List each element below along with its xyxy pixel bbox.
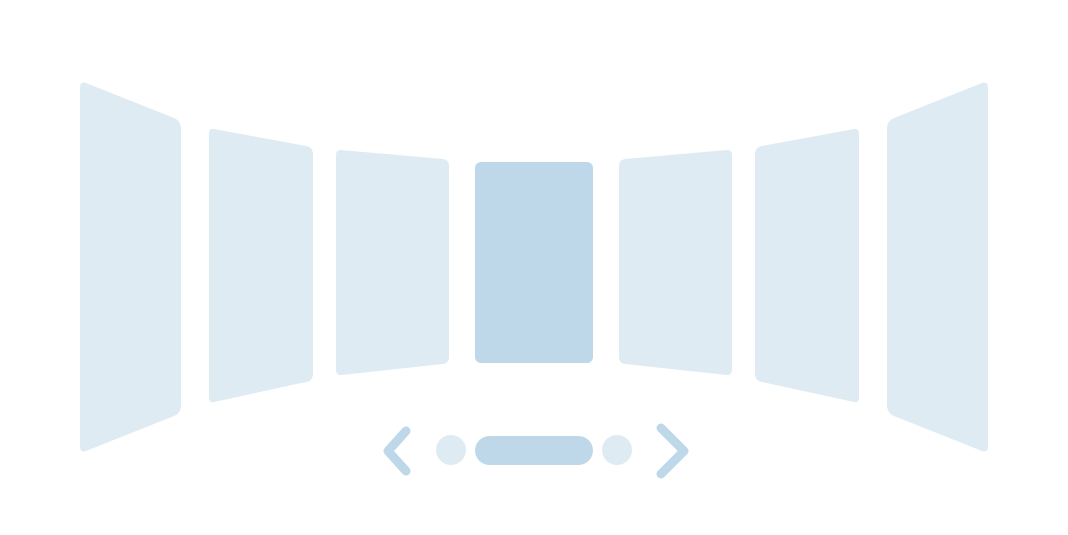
prev-button[interactable] xyxy=(375,420,420,482)
carousel-controls xyxy=(375,420,693,482)
slide-6[interactable] xyxy=(755,128,859,403)
pagination-dot-2-active[interactable] xyxy=(475,436,593,465)
slide-7[interactable] xyxy=(887,82,988,452)
chevron-right-icon xyxy=(656,423,689,479)
next-button[interactable] xyxy=(648,420,693,482)
slide-5[interactable] xyxy=(619,150,732,375)
pagination-dot-3[interactable] xyxy=(602,435,632,465)
slide-2[interactable] xyxy=(209,128,313,403)
chevron-left-icon xyxy=(383,426,411,476)
slide-3[interactable] xyxy=(336,150,449,375)
slide-1[interactable] xyxy=(80,82,181,452)
pagination-dot-1[interactable] xyxy=(436,435,466,465)
slides-track xyxy=(80,82,988,452)
slide-4-active[interactable] xyxy=(475,162,593,363)
